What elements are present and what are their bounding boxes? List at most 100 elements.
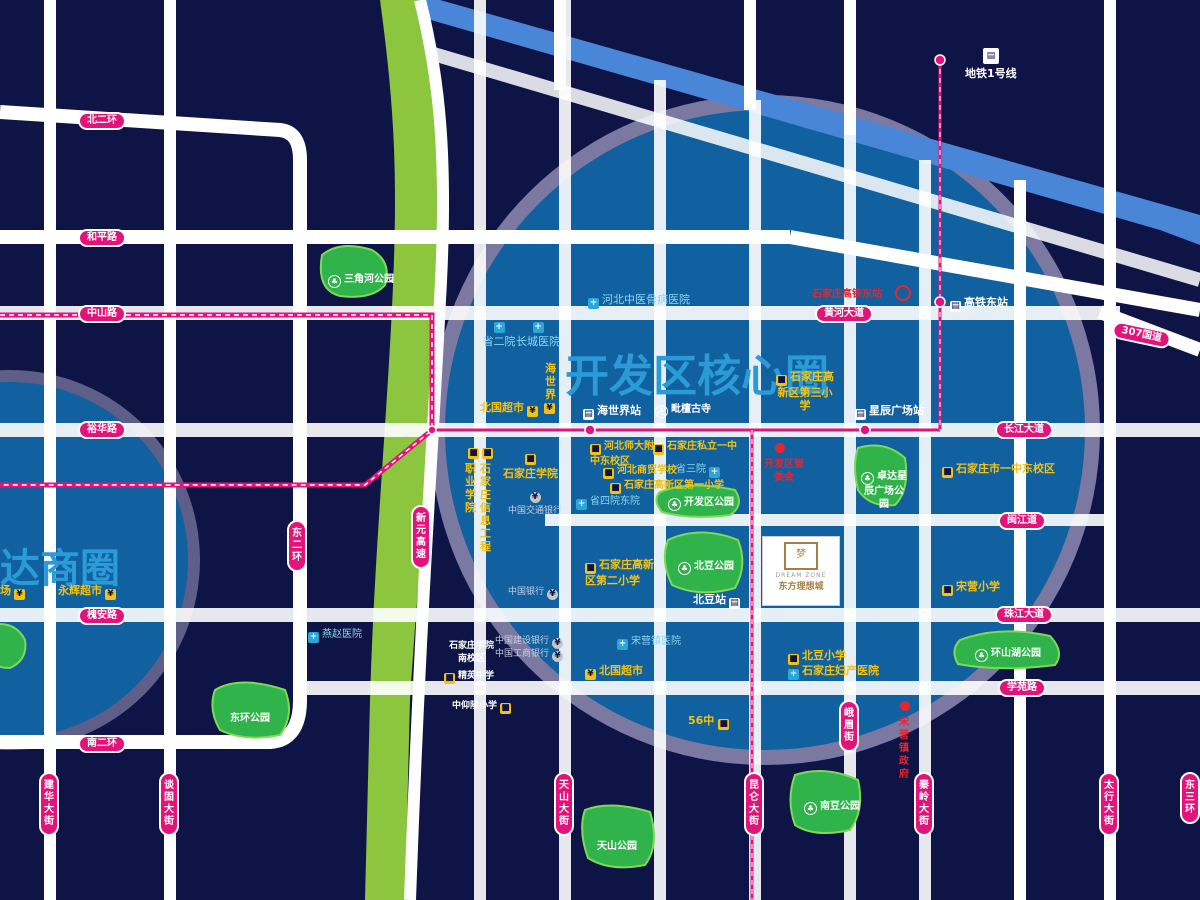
hosp-shengsi: +省四院东院 [576,495,640,510]
landmark-pilugusi: 卍毗檀古寺 [655,403,711,418]
project-logo[interactable]: 梦 DREAM ZONE 东方理想城 [762,536,840,606]
hosp-yanzhao: +燕赵医院 [308,628,362,643]
bank-icon: ¥ [552,638,564,649]
school-xinxi: 石家庄信息工程 [480,462,491,553]
park-icon: ♣ [975,649,988,662]
hosp-songying-text: 宋营镇医院 [631,636,681,647]
school-gaoxin-1: ■石家庄高新区第一小学 [610,479,724,494]
school-shangmao: ■河北商贸学校 [603,464,677,479]
shop-beiguo-south: ¥北国超市 [585,664,643,680]
shop-left-edge: 场¥ [0,584,28,600]
park-icon: ♣ [861,472,874,485]
metro-line-1-label: ▤ 地铁1号线 [965,48,1017,80]
school-icon: ■ [585,563,596,574]
hospital-icon: + [308,632,319,643]
project-cn-name: 东方理想城 [778,582,824,592]
school-icon: ■ [788,654,799,665]
bank-jianshe: 中国建设银行¥ [495,635,566,649]
landmark-gaotie: 石家庄高铁东站 [812,289,882,300]
school-beidou-text: 北豆小学 [802,649,846,662]
park-huanshanhu: ♣环山湖公园 [975,647,1041,662]
station-gaotiedong: ▤高铁东站 [950,296,1008,312]
station-beidou-text: 北豆站 [693,593,726,606]
school-icon: ■ [444,673,455,684]
supermarket-icon: ¥ [527,406,538,417]
metro-stations [427,54,946,436]
hosp-changcheng-text: 长城医院 [516,335,560,348]
school-sjz-xueyuan: ■石家庄学院 [503,454,558,480]
road-tag-changjiangdadao: 长江大道 [995,421,1053,439]
station-gaotiedong-text: 高铁东站 [964,296,1008,309]
school-icon: ■ [776,375,787,386]
park-kaifaqu: ♣开发区公园 [668,496,734,511]
road-tag-kunlundajie: 昆仑大街 [744,772,764,836]
park-nandou-text: 南豆公园 [820,801,860,812]
road-tag-xinyuangaosu: 新元高速 [411,505,431,569]
bank-zhongguo-text: 中国银行 [508,587,545,597]
school-xueyuan-nan-text: 石家庄学院南校区 [449,641,495,664]
park-zhuoda: ♣卓达星辰广场公园 [860,470,908,511]
station-beidou: 北豆站▤ [693,593,743,609]
station-xingchen: ▤星辰广场站 [855,404,924,420]
road-tag-tandadajie: 谈固大街 [159,772,179,836]
hosp-fuchan: +石家庄妇产医院 [788,664,879,680]
park-sanjiaohe-text: 三角河公园 [344,274,394,285]
station-haishijie: ▤海世界站 [583,404,641,420]
school-beidou: ■北豆小学 [788,649,846,665]
school-xueyuan-nan: 石家庄学院南校区 [449,640,494,666]
bank-jiaotong-text: 中国交通银行 [508,506,563,516]
hosp-shenger-text: 省二院 [482,335,516,348]
hosp-fuchan-text: 石家庄妇产医院 [802,664,879,677]
school-shangmao-text: 河北商贸学校 [617,465,677,476]
school-icon: ■ [603,468,614,479]
school-songying-text: 宋营小学 [956,580,1000,593]
metro-icon: ▤ [729,598,740,609]
hospital-icon: + [588,298,599,309]
hosp-guke: +河北中医骨病医院 [588,293,690,309]
school-jingying-text: 精英中学 [458,671,495,681]
shop-yonghui: 永辉超市¥ [58,584,119,600]
road-tag-taihangdajie: 太行大街 [1099,772,1119,836]
supermarket-icon: ¥ [585,669,596,680]
school-songying: ■宋营小学 [942,580,1000,596]
school-icon: ■ [468,448,479,459]
school-icon: ■ [500,703,512,714]
songying-gov-icon [900,701,910,711]
gaotie-station-icon [895,285,911,301]
school-icon: ■ [590,444,601,455]
school-jingying: ■精英中学 [444,670,494,684]
supermarket-icon: ¥ [544,403,555,414]
rail-side-road [418,43,1200,287]
school-sili-text: 石家庄私立一中 [667,441,737,452]
park-donghuan: 东环公园 [230,712,270,725]
hosp-shenger: + 省二院 [478,322,520,348]
metro-icon: ▤ [982,48,999,64]
road-tag-jianhuadajie: 建华大街 [39,772,59,836]
road-tag-dongsanhuan: 东三环 [1180,772,1200,824]
supermarket-icon: ¥ [105,589,116,600]
road-tag-nanerhuan: 南二环 [78,735,126,753]
school-gaoxin-3: ■石家庄高新区第三小学 [775,370,835,412]
park-icon: ♣ [328,275,341,288]
school-yizhong-dong-text: 石家庄市一中东校区 [956,462,1055,475]
hosp-yanzhao-text: 燕赵医院 [322,629,362,640]
bank-jianshe-text: 中国建设银行 [495,636,550,646]
shop-left-edge-text: 场 [0,584,11,597]
road-tag-xueyuanlu: 学苑路 [998,679,1046,697]
metro-icon: ▤ [583,409,594,420]
hosp-shengsan-text: 省三院 [676,464,706,475]
landmark-kaifaqu-gov: 开发区管委会 [764,459,804,483]
school-icon: ■ [942,467,953,478]
school-sili: ■石家庄私立一中 [653,440,737,455]
hospital-icon: + [576,499,587,510]
hospital-icon: + [493,322,505,333]
school-icon: ■ [482,448,493,459]
park-donghuan-text: 东环公园 [230,713,270,724]
park-zhuoda-text: 卓达星辰广场公园 [864,471,907,510]
river [365,0,440,900]
park-icon: ♣ [668,498,681,511]
park-kaifaqu-text: 开发区公园 [684,497,734,508]
park-tianshan-text: 天山公园 [597,841,637,852]
park-beidou-text: 北豆公园 [694,561,734,572]
